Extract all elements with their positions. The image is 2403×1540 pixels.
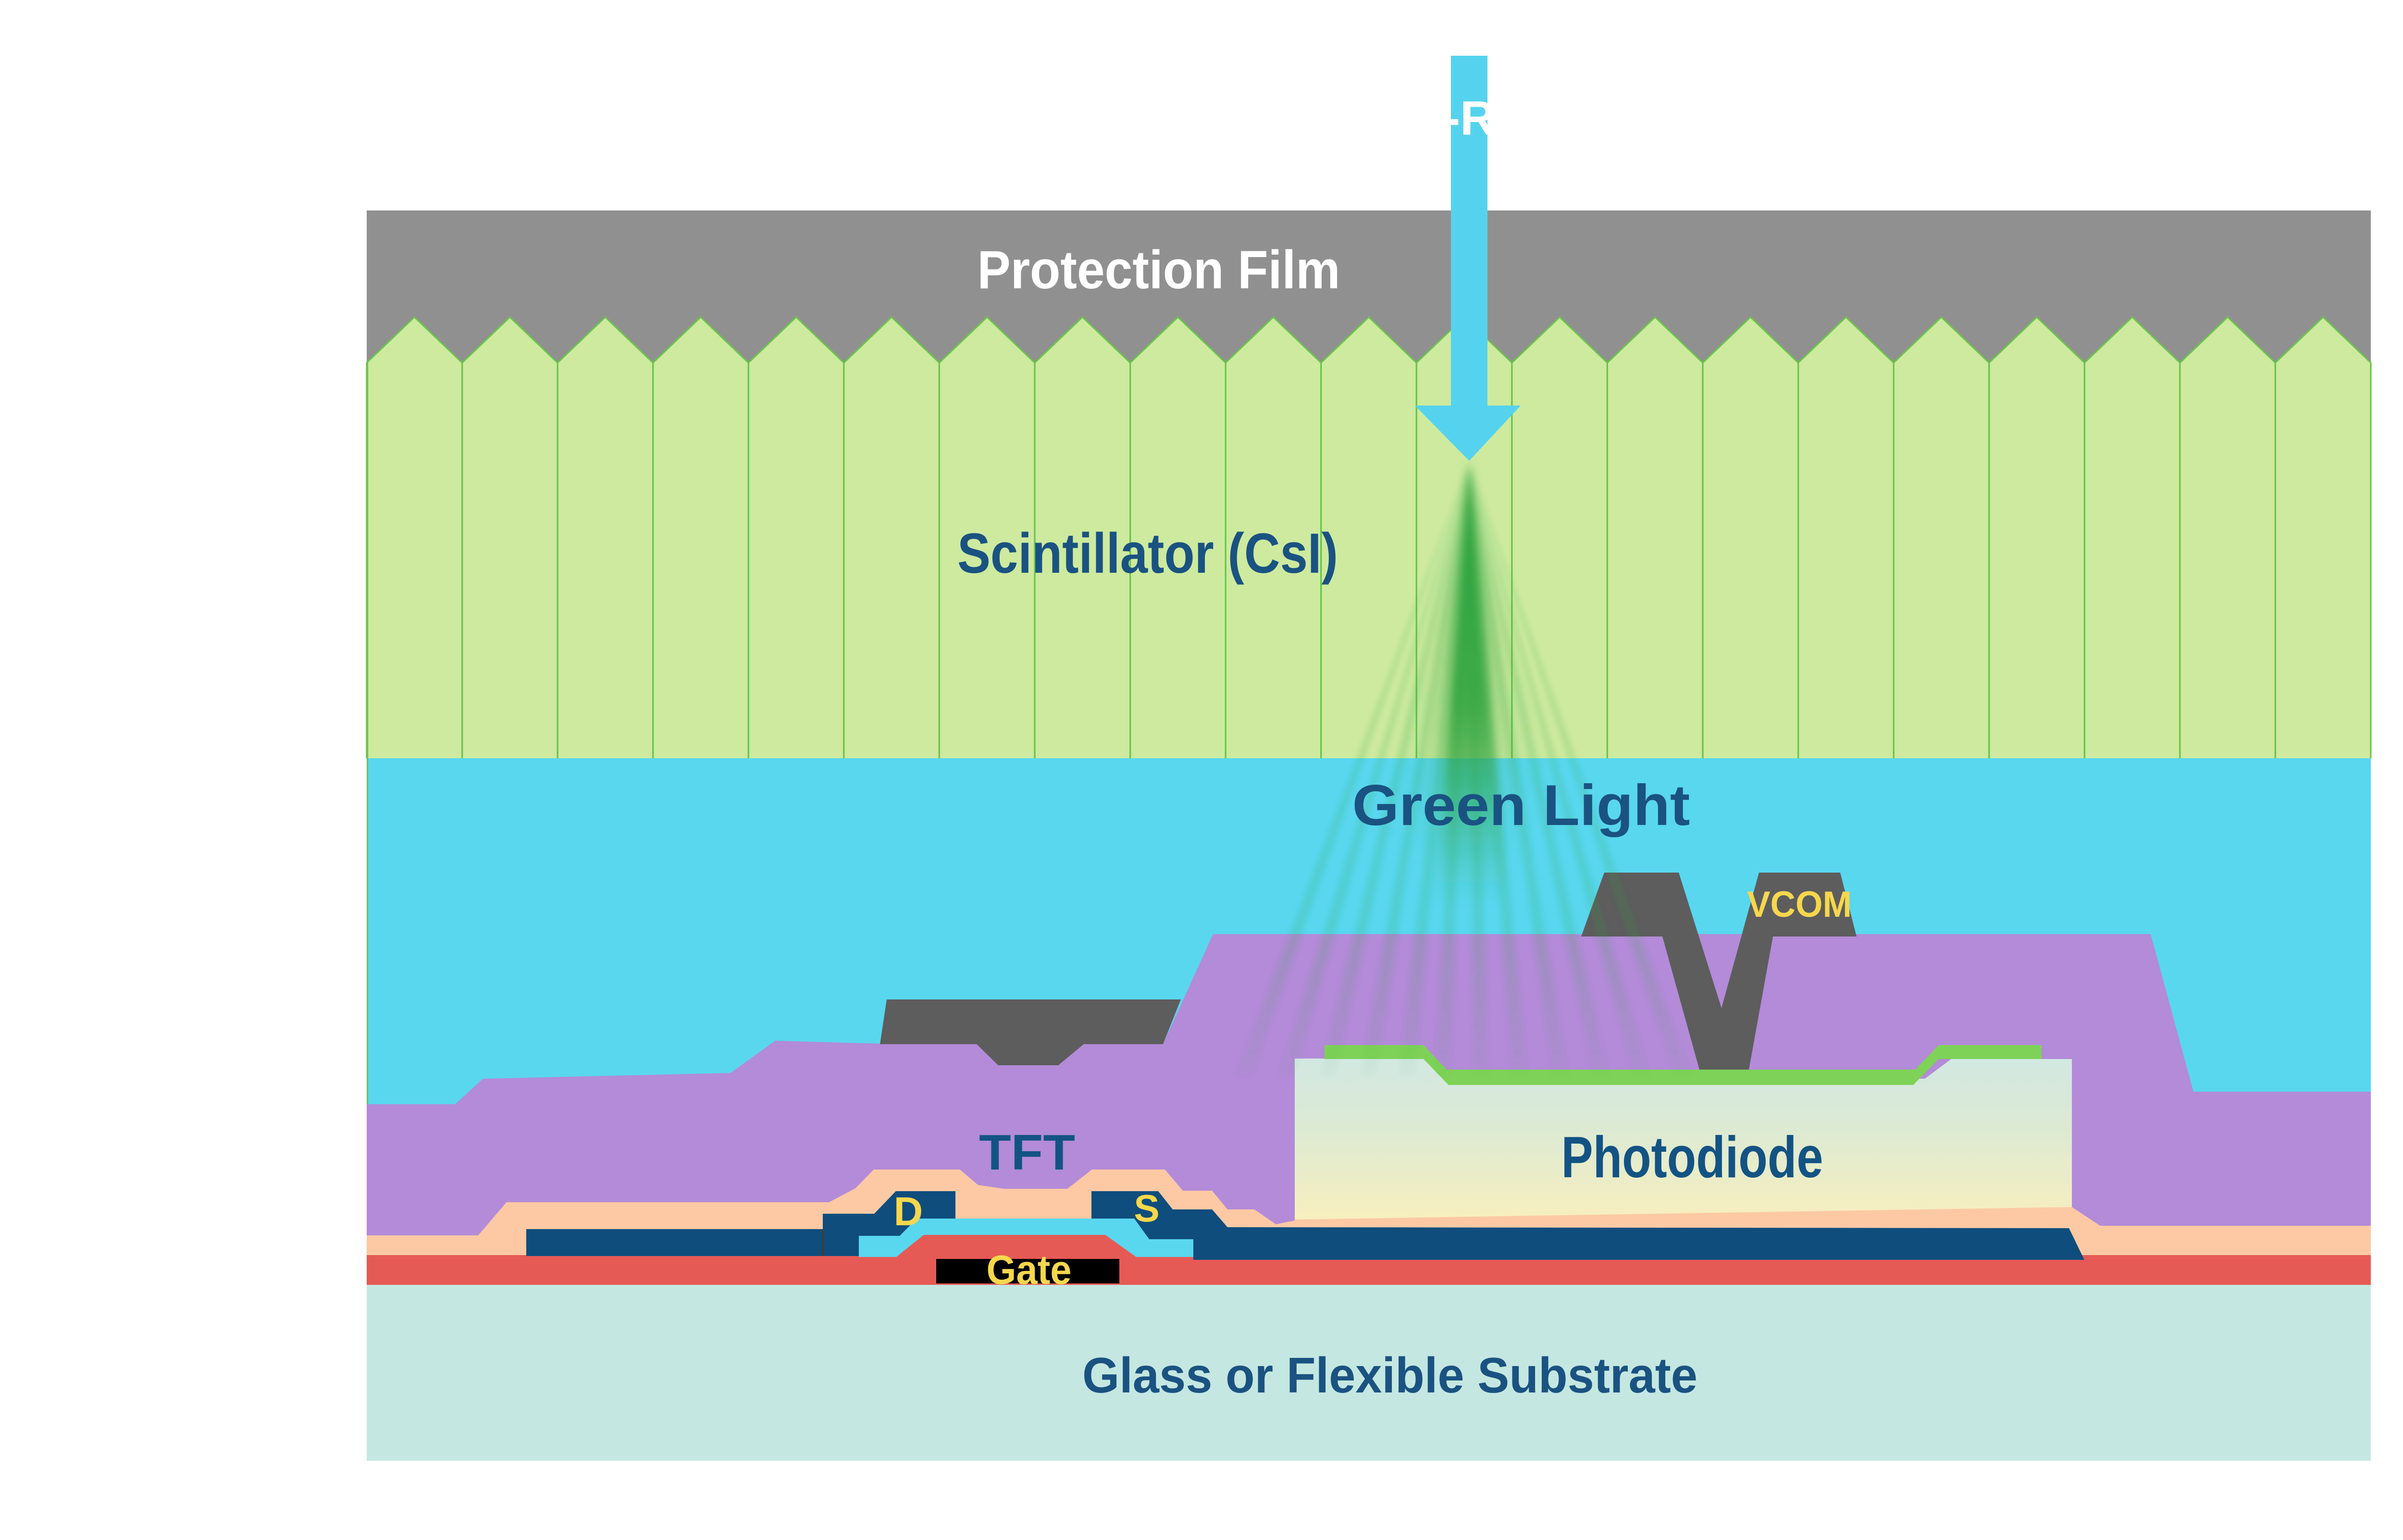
svg-text:Protection Film: Protection Film [978,240,1340,300]
svg-text:S: S [1134,1187,1159,1230]
svg-text:Scintillator (CsI): Scintillator (CsI) [957,522,1338,585]
svg-text:Gate: Gate [987,1247,1072,1293]
svg-text:TFT: TFT [979,1125,1075,1181]
svg-text:Photodiode: Photodiode [1561,1124,1823,1190]
svg-text:VCOM: VCOM [1747,884,1852,925]
svg-text:Green Light: Green Light [1352,773,1690,838]
svg-text:D: D [894,1189,923,1234]
svg-text:Glass or Flexible Substrate: Glass or Flexible Substrate [1082,1348,1697,1404]
svg-text:X-Ray: X-Ray [1412,91,1548,145]
